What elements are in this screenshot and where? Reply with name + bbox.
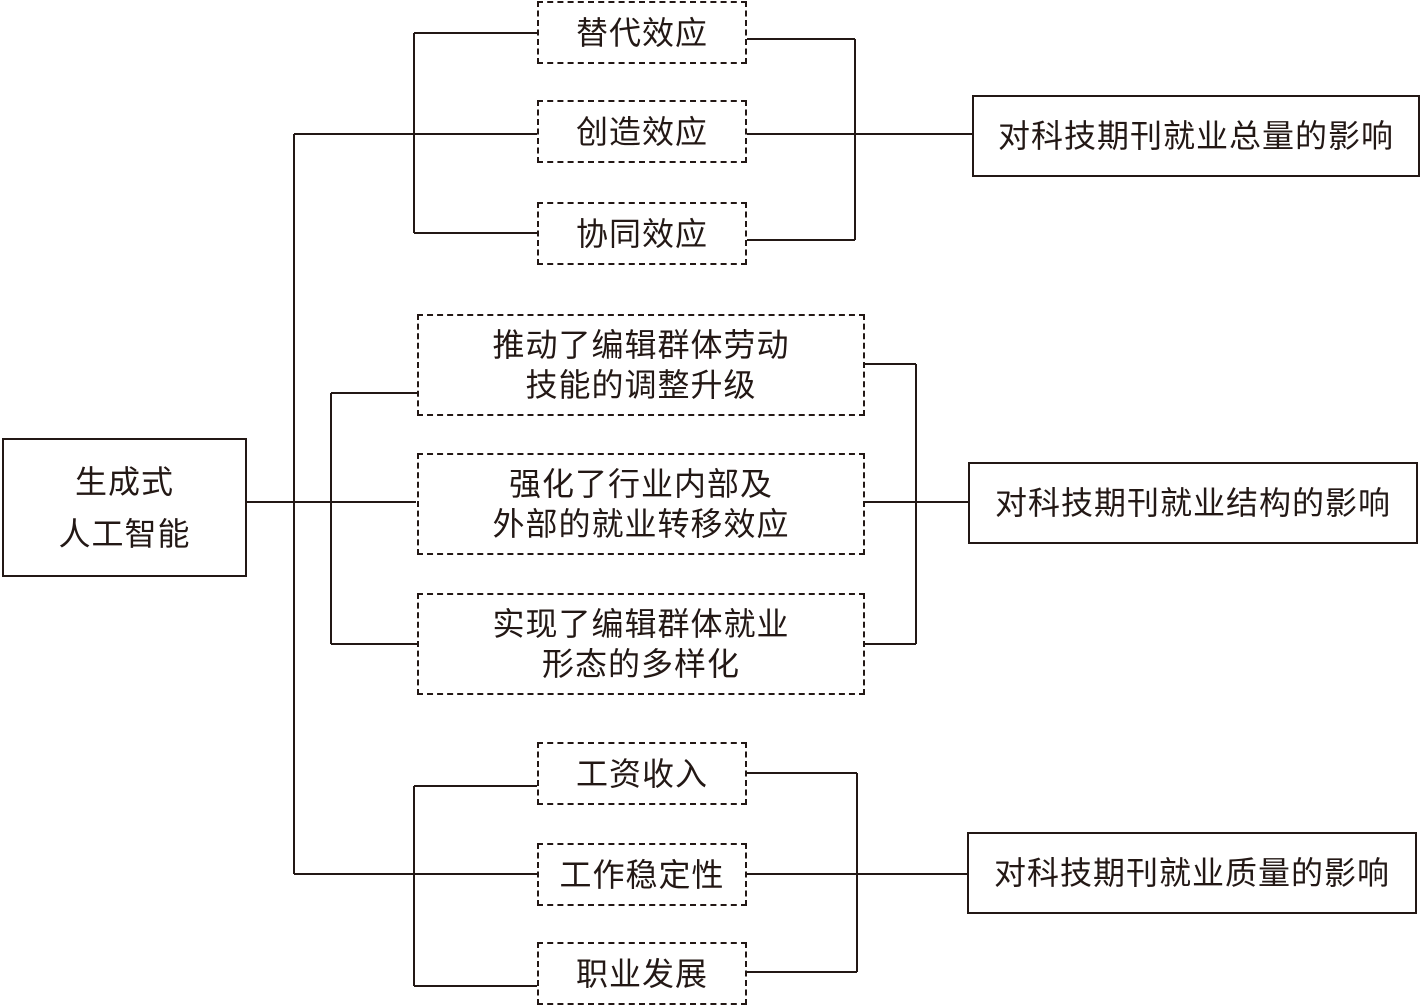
effect-node: 职业发展 xyxy=(537,942,747,1005)
effect-node: 工资收入 xyxy=(537,742,747,805)
effect-label: 创造效应 xyxy=(575,112,708,151)
effect-node: 工作稳定性 xyxy=(537,843,747,906)
effect-node: 协同效应 xyxy=(537,202,747,265)
outcome-label: 对科技期刊就业总量的影响 xyxy=(997,117,1394,155)
outcome-node-structure: 对科技期刊就业结构的影响 xyxy=(968,462,1418,544)
effect-label-line1: 实现了编辑群体就业 xyxy=(492,605,790,643)
outcome-label: 对科技期刊就业结构的影响 xyxy=(994,484,1391,522)
effect-label: 工资收入 xyxy=(575,754,708,793)
outcome-node-quality: 对科技期刊就业质量的影响 xyxy=(967,832,1417,914)
outcome-node-total: 对科技期刊就业总量的影响 xyxy=(972,95,1420,177)
effect-node: 创造效应 xyxy=(537,100,747,163)
root-label-line2: 人工智能 xyxy=(58,514,191,553)
effect-node: 推动了编辑群体劳动 技能的调整升级 xyxy=(417,314,865,416)
effect-node: 实现了编辑群体就业 形态的多样化 xyxy=(417,593,865,695)
root-label-line1: 生成式 xyxy=(74,462,174,501)
effect-label-line2: 技能的调整升级 xyxy=(525,366,757,404)
effect-node: 替代效应 xyxy=(537,1,747,64)
effect-label-line1: 强化了行业内部及 xyxy=(508,465,773,503)
effect-label-line2: 形态的多样化 xyxy=(541,645,740,683)
effect-label: 协同效应 xyxy=(575,214,708,253)
effect-label: 工作稳定性 xyxy=(559,855,725,894)
outcome-label: 对科技期刊就业质量的影响 xyxy=(993,854,1390,892)
root-node: 生成式 人工智能 xyxy=(2,438,247,577)
effect-label: 替代效应 xyxy=(575,13,708,52)
effect-label: 职业发展 xyxy=(575,954,708,993)
effect-node: 强化了行业内部及 外部的就业转移效应 xyxy=(417,453,865,555)
effect-label-line1: 推动了编辑群体劳动 xyxy=(492,326,790,364)
effect-label-line2: 外部的就业转移效应 xyxy=(492,505,790,543)
